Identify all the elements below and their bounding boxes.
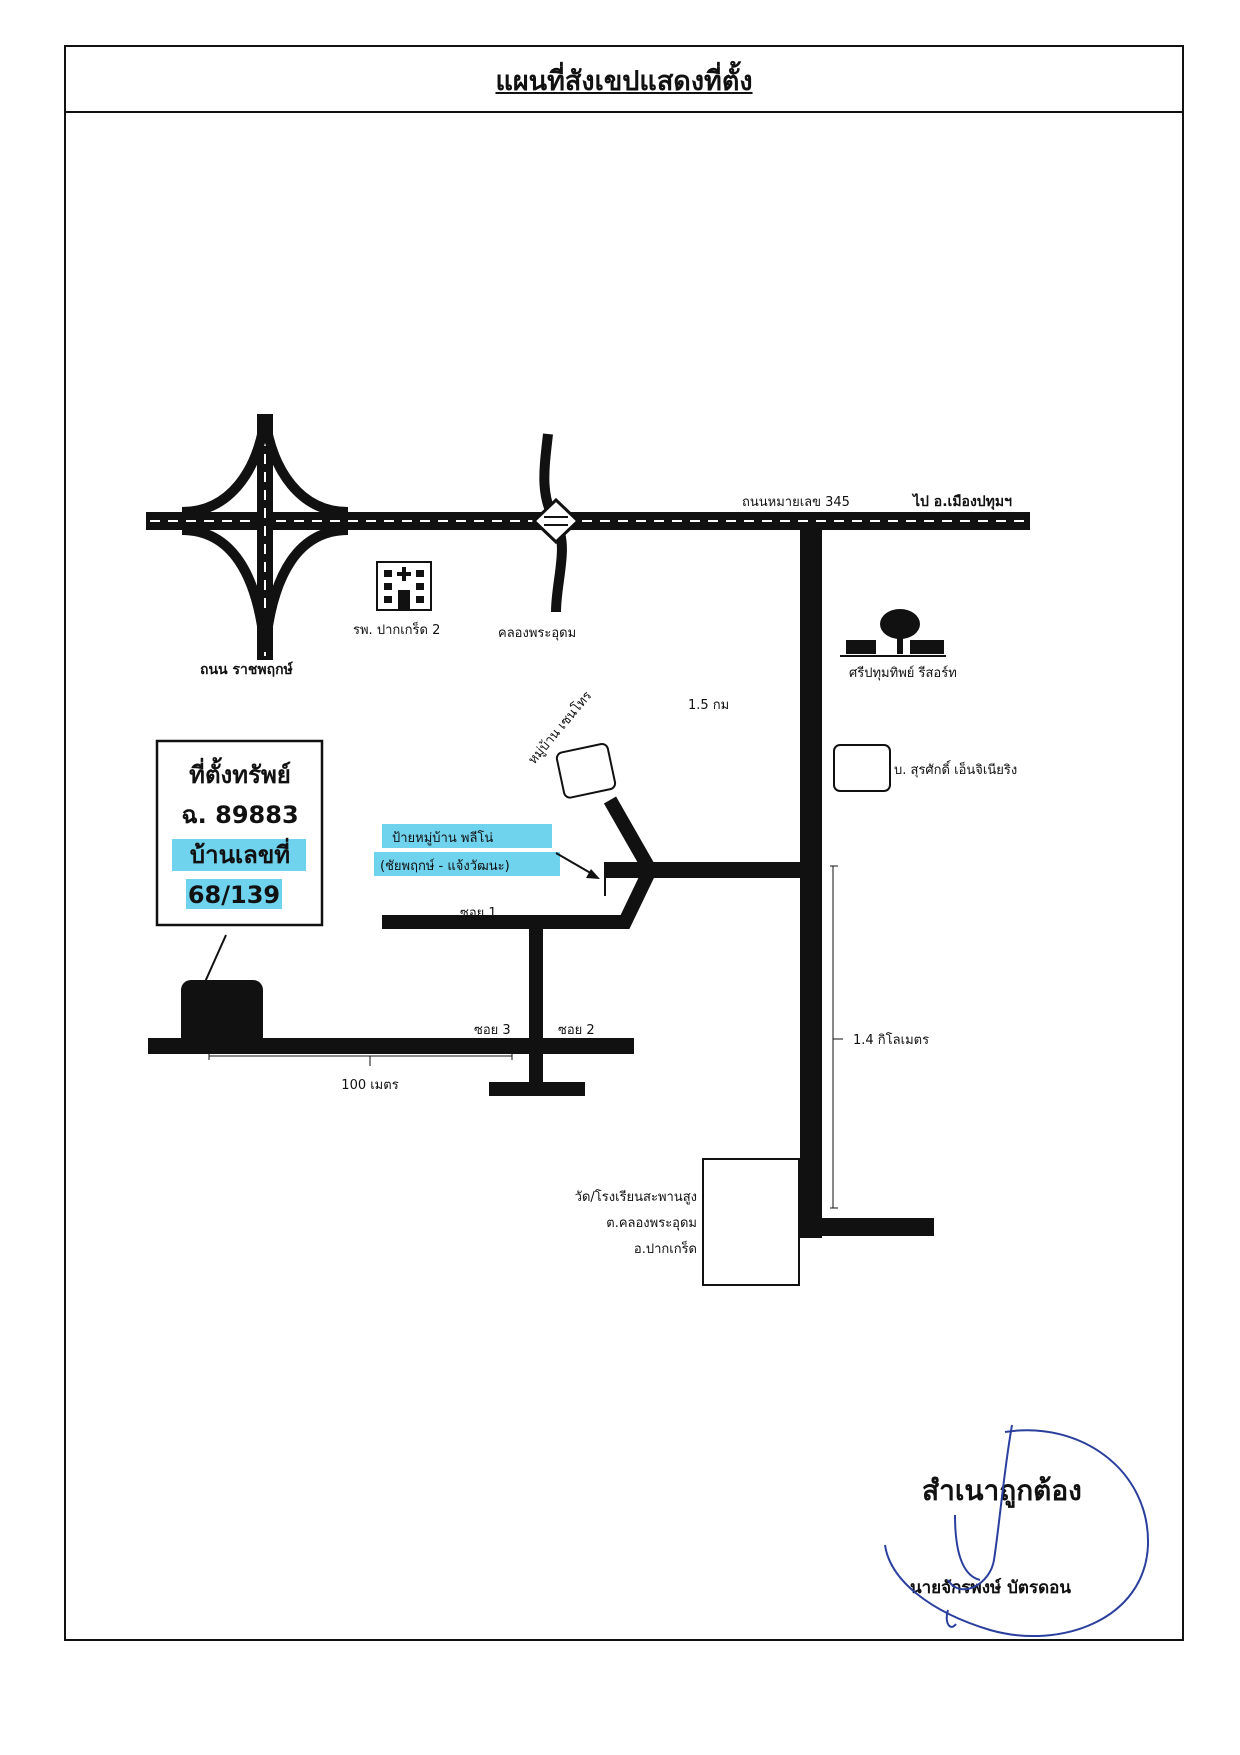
sign-highlight-2 [374,852,560,876]
distance-bracket-1-4km [830,865,843,1209]
signer-name: นายจักรพงษ์ บัตรดอน [910,1577,1071,1598]
canal-label: คลองพระอุดม [498,626,576,641]
distance-100m-label: 100 เมตร [341,1078,398,1093]
village-branch-road [382,796,802,929]
soi-2-label: ซอย 2 [558,1023,595,1038]
main-road [146,512,1030,530]
property-box-title: ที่ตั้งทรัพย์ [189,756,291,789]
long-vertical-road [800,530,822,1238]
map-frame: แผนที่สังเขปแสดงที่ตั้ง [64,45,1184,1641]
property-deed-number: ฉ. 89883 [181,801,298,829]
main-road-label: ถนนหมายเลข 345 [742,495,850,510]
village-centro-building [555,743,617,799]
handwritten-signature [884,1424,1150,1638]
company-label: บ. สุรศักดิ์ เอ็นจิเนียริง [894,760,1017,778]
resort-tree-icon [840,609,946,657]
distance-1-4km-label: 1.4 กิโลเมตร [853,1032,929,1048]
hospital-label: รพ. ปากเกร็ด 2 [353,620,440,638]
ratchaphruek-road [181,414,349,660]
bottom-tee-road [489,1082,585,1096]
company-building [833,744,891,792]
house-number-label: บ้านเลขที่ [190,837,290,869]
property-callout-line [204,934,227,983]
canal-road [531,433,581,613]
village-sign-road-label: (ชัยพฤกษ์ - แจ้งวัฒนะ) [380,858,510,874]
hospital-icon [376,561,432,611]
to-city-label: ไป อ.เมืองปทุมฯ [911,492,1012,510]
title-row: แผนที่สังเขปแสดงที่ตั้ง [66,47,1182,113]
soi-2-3-road [148,1038,634,1054]
village-sign-label: ป้ายหมู่บ้าน พลีโน่ [392,830,493,846]
distance-bracket-100m [208,1052,513,1066]
resort-label: ศรีปทุมทิพย์ รีสอร์ท [849,665,957,681]
property-box: ที่ตั้งทรัพย์ ฉ. 89883 บ้านเลขที่ 68/139 [155,739,324,927]
temple-label-line3: อ.ปากเกร็ด [634,1239,697,1257]
house-number-value: 68/139 [188,881,280,909]
property-building [181,980,263,1047]
vertical-soi [529,926,543,1092]
temple-label-line1: วัด/โรงเรียนสะพานสูง [575,1189,697,1205]
soi-3-label: ซอย 3 [474,1023,511,1038]
page-title: แผนที่สังเขปแสดงที่ตั้ง [495,66,753,97]
temple-label-line2: ต.คลองพระอุดม [606,1216,697,1231]
temple-school-building [702,1158,800,1286]
sign-highlight-1 [382,824,552,848]
sign-arrow [555,852,600,879]
distance-1-5km-label: 1.5 กม [688,698,729,713]
soi-1-label: ซอย 1 [460,906,497,921]
bottom-right-branch [822,1218,934,1236]
ratchaphruek-road-label: ถนน ราชพฤกษ์ [200,661,293,678]
